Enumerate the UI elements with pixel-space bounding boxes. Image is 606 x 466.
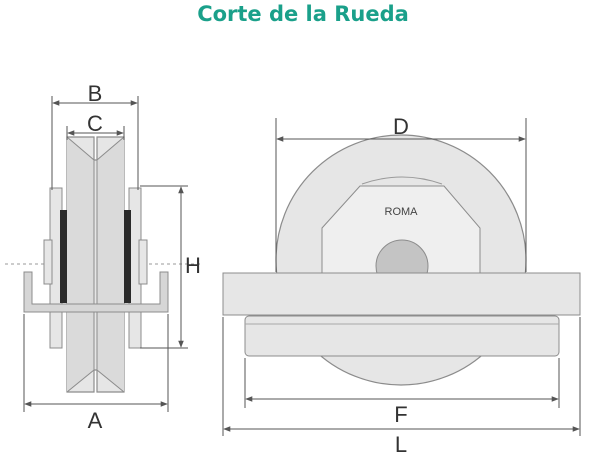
lower-bracket (244, 315, 560, 357)
dimension-a-label: A (88, 408, 103, 433)
roma-label: ROMA (385, 206, 419, 218)
diagram-title: Corte de la Rueda (197, 2, 409, 26)
front-view: ROMA D F L (222, 114, 581, 457)
left-bearing (60, 210, 67, 303)
dimension-c-label: C (87, 111, 103, 136)
dimension-l-label: L (395, 432, 407, 457)
dimension-b-label: B (88, 81, 103, 106)
mounting-plate (222, 272, 581, 316)
right-bearing (124, 210, 131, 303)
right-hub-step (138, 239, 148, 285)
dimension-f-label: F (394, 402, 407, 427)
v-groove-left (66, 136, 95, 393)
side-section-view: B C H A (5, 81, 201, 433)
dimension-h-label: H (185, 253, 201, 278)
left-hub-step (43, 239, 53, 285)
u-bracket (23, 271, 169, 313)
v-groove-right (96, 136, 125, 393)
dimension-d-label: D (393, 114, 409, 139)
